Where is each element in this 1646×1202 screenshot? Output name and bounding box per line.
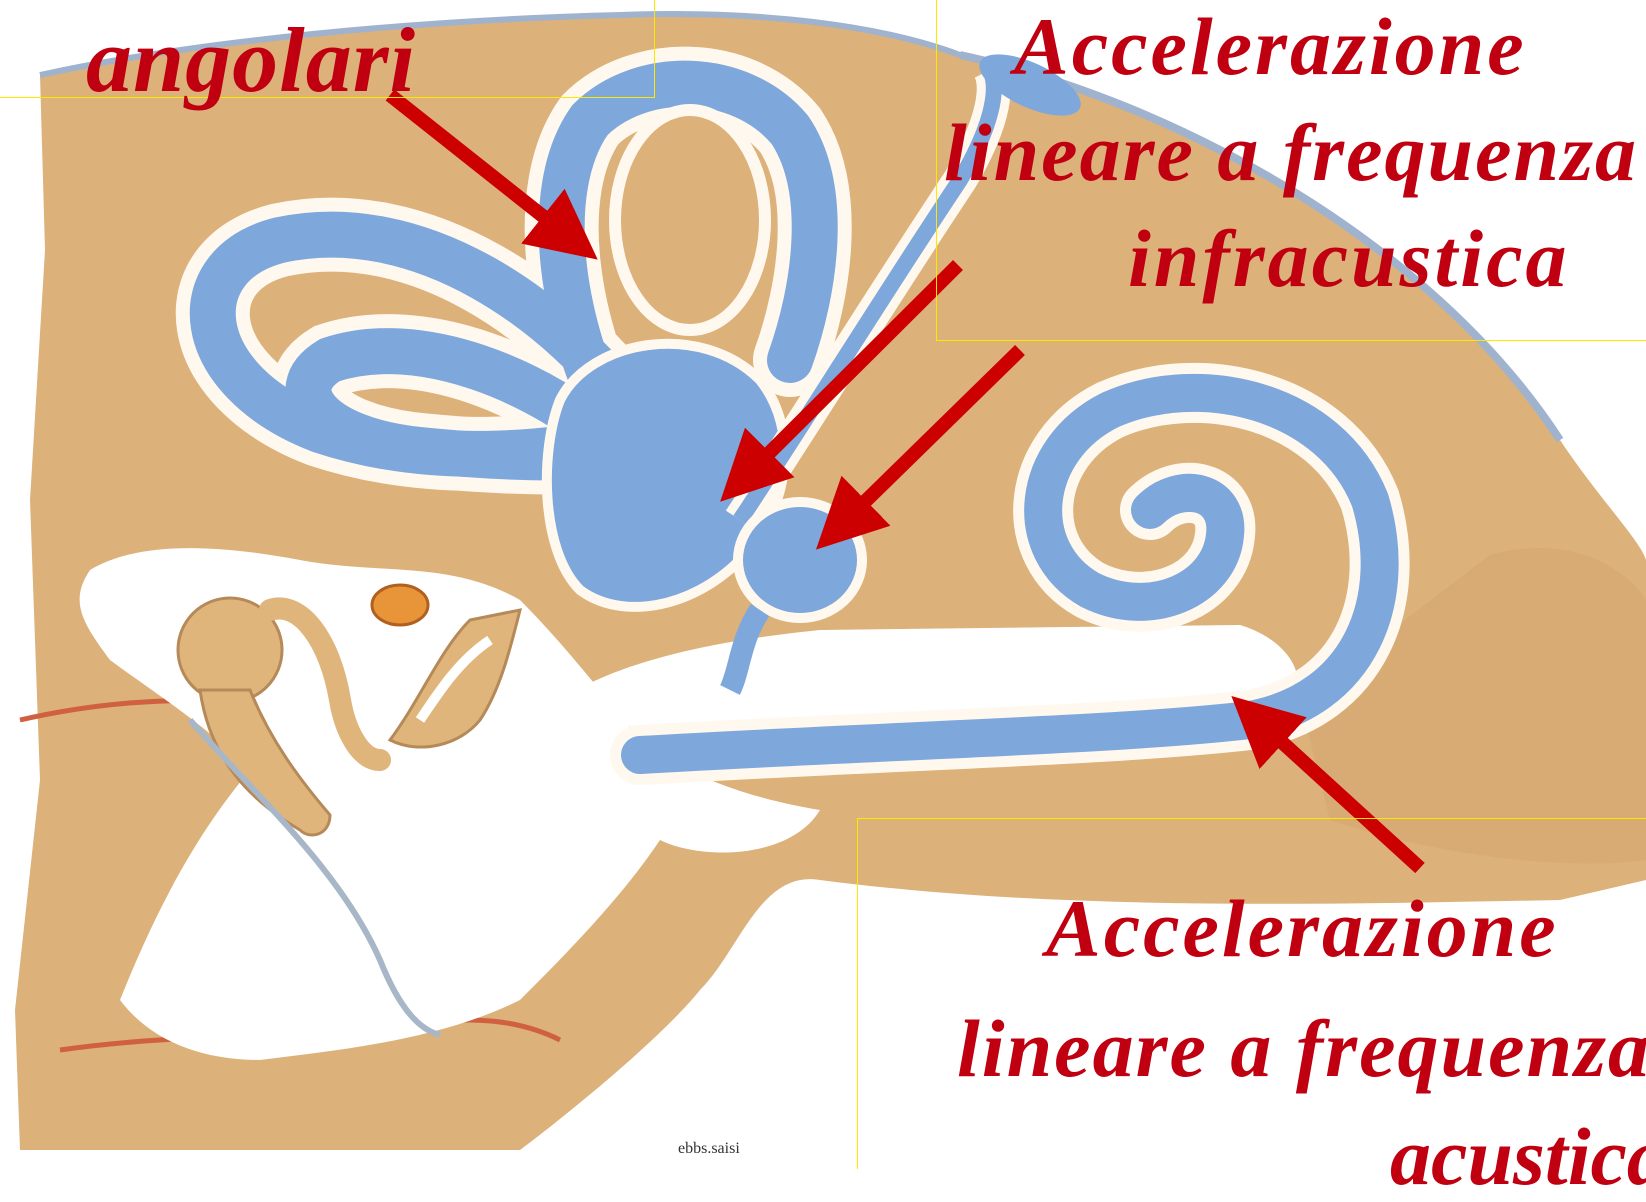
label-angular: angolari (86, 14, 416, 106)
label-acoustic-line1: Accelerazione (1046, 888, 1559, 970)
label-infrasonic-line1: Accelerazione (1014, 6, 1527, 88)
source-note: ebbs.saisi (678, 1140, 740, 1158)
label-acoustic-line2: lineare a frequenza (957, 1008, 1646, 1090)
label-infrasonic-line3: infracustica (1128, 218, 1569, 300)
label-acoustic-line3: acustica (1390, 1116, 1646, 1198)
label-infrasonic-line2: lineare a frequenza (944, 112, 1638, 194)
